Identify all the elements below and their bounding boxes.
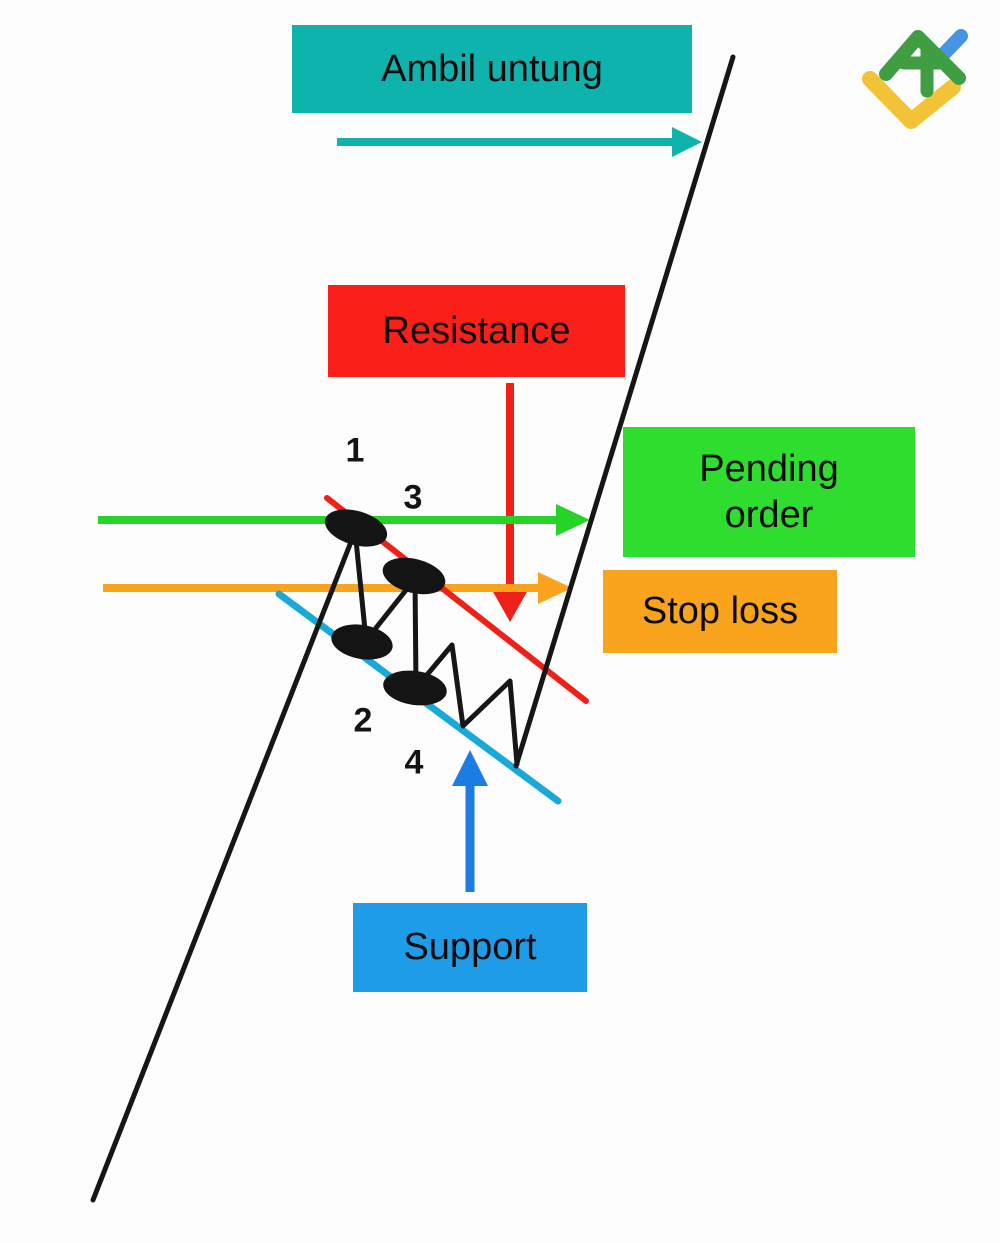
dot-point-2 — [382, 557, 446, 595]
pending-order-box: Pending order — [623, 427, 915, 557]
logo-yellow-check — [862, 71, 961, 129]
resistance-arrow-icon — [492, 383, 528, 622]
litefinance-logo-icon — [862, 29, 968, 129]
take-profit-arrow-icon — [337, 127, 702, 157]
point-label-2: 2 — [353, 701, 373, 740]
stop-loss-box: Stop loss — [603, 570, 837, 653]
stop-loss-arrow-icon — [103, 572, 572, 604]
wick-2-to-4 — [412, 575, 419, 689]
uptrend-line-breakout — [513, 54, 736, 769]
take-profit-box: Ambil untung — [292, 25, 692, 113]
point-label-4: 4 — [404, 743, 424, 782]
dot-point-1 — [324, 509, 388, 547]
point-label-1: 1 — [345, 431, 365, 470]
uptrend-line-pole — [90, 521, 361, 1203]
zigzag-to-breakout — [413, 642, 520, 767]
support-arrow-icon — [452, 750, 488, 892]
dot-point-3 — [331, 624, 393, 660]
point-label-3: 3 — [403, 478, 423, 517]
support-box: Support — [353, 903, 587, 992]
resistance-box: Resistance — [328, 285, 625, 377]
pattern-dots — [324, 509, 447, 706]
wick-1-to-3 — [352, 527, 369, 643]
dot-point-4 — [383, 670, 447, 706]
